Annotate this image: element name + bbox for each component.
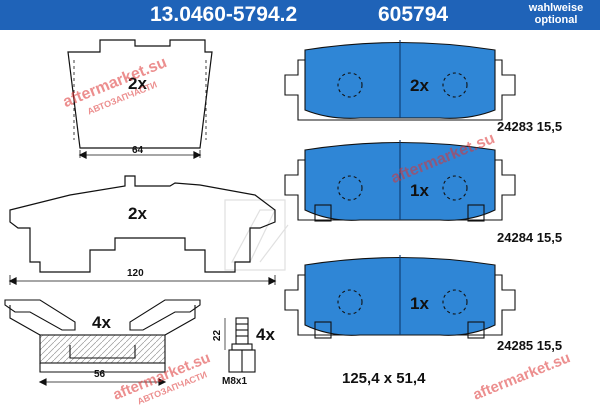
brake-pad-3 [284, 255, 516, 339]
clip-dimension: 56 [94, 369, 106, 380]
bolt-thread: M8x1 [222, 376, 248, 387]
brand-logo-background [224, 199, 289, 271]
clip-drawing [4, 299, 201, 386]
pad-3-code: 24285 15,5 [497, 338, 563, 353]
bolt-length: 22 [212, 329, 224, 342]
brake-pad-2 [284, 140, 516, 222]
shim-middle-drawing [8, 175, 277, 285]
reference-number: 605794 [378, 3, 449, 26]
bolt-count: 4x [256, 325, 275, 344]
shim-top-drawing [67, 39, 213, 159]
optional-note-line2: optional [534, 14, 578, 26]
pad-2-count: 1x [410, 181, 429, 200]
clip-count: 4x [92, 313, 111, 332]
bolt-drawing [224, 317, 256, 373]
pad-size: 125,4 x 51,4 [342, 370, 426, 387]
part-number: 13.0460-5794.2 [150, 3, 298, 26]
pad-2-code: 24284 15,5 [497, 230, 563, 245]
shim-middle-count: 2x [128, 204, 147, 223]
brake-pad-1 [284, 40, 516, 121]
pad-1-code: 24283 15,5 [497, 119, 563, 134]
optional-note: wahlweise optional [516, 2, 596, 26]
optional-note-line1: wahlweise [528, 2, 584, 14]
header-bar: 13.0460-5794.2 605794 wahlweise optional [0, 0, 600, 30]
shim-middle-dimension: 120 [127, 268, 144, 279]
shim-top-dimension: 64 [132, 145, 144, 156]
pad-3-count: 1x [410, 294, 429, 313]
shim-top-count: 2x [128, 74, 147, 93]
pad-1-count: 2x [410, 76, 429, 95]
